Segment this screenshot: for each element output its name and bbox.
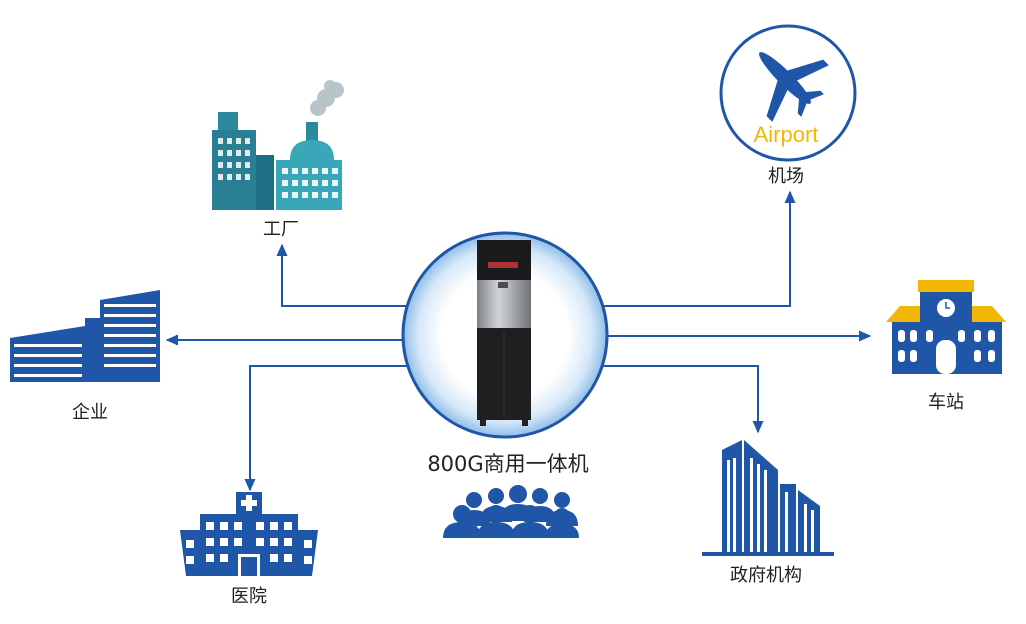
- office-building-icon: [10, 290, 160, 382]
- water-dispenser-icon: [477, 240, 531, 426]
- people-group-icon: [443, 485, 579, 538]
- skyscraper-icon: [702, 440, 834, 556]
- label-station: 车站: [928, 392, 964, 413]
- label-airport: 机场: [768, 166, 804, 187]
- connector-airport: [602, 190, 796, 307]
- hospital-icon: [180, 492, 318, 576]
- factory-icon: [212, 80, 344, 210]
- center-title: 800G商用一体机: [427, 452, 588, 476]
- label-government: 政府机构: [730, 565, 802, 586]
- train-station-icon: [886, 280, 1006, 374]
- connector-government: [598, 365, 764, 434]
- label-enterprise: 企业: [72, 402, 108, 423]
- connector-factory: [276, 243, 408, 307]
- label-factory: 工厂: [263, 219, 299, 240]
- airplane-icon: Airport: [719, 24, 857, 162]
- airport-icon-text: Airport: [754, 122, 819, 147]
- connector-lines: [165, 190, 872, 492]
- label-hospital: 医院: [231, 586, 267, 607]
- connector-hospital: [244, 365, 410, 492]
- center-product: [401, 231, 609, 439]
